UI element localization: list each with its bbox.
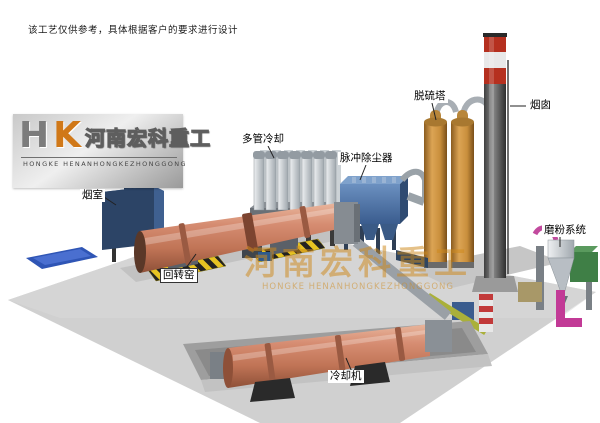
logo-monogram-h: H xyxy=(19,115,50,156)
kiln-tyre xyxy=(178,223,192,265)
label-multi-tube-cooler: 多管冷却 xyxy=(240,133,286,147)
label-pulse-dust-collector: 脉冲除尘器 xyxy=(338,152,395,166)
label-grinding-system: 磨粉系统 xyxy=(542,224,588,238)
transfer-duct xyxy=(352,238,452,320)
desulfurization-towers xyxy=(406,96,492,268)
kiln-drive-motor xyxy=(258,252,272,261)
logo-company-name-cn: 河南宏科重工 xyxy=(85,125,212,150)
water-pool xyxy=(26,247,98,269)
label-desulfurization-tower: 脱硫塔 xyxy=(412,90,448,104)
label-rotary-kiln: 回转窑 xyxy=(160,268,198,284)
logo-monogram-k: K xyxy=(53,115,82,156)
grinding-system-unit xyxy=(518,225,598,327)
chimney-red-band xyxy=(484,36,506,52)
cooler-tyre xyxy=(334,335,346,371)
auxiliary-equipment xyxy=(352,238,493,335)
label-chimney: 烟囱 xyxy=(528,99,553,113)
kiln-girth-gear xyxy=(242,212,258,252)
rotary-kiln-cylinder xyxy=(134,202,360,273)
chimney-red-band xyxy=(484,68,506,84)
cooler-front-tubes xyxy=(253,151,337,211)
leader-lines xyxy=(103,102,561,373)
label-cooling-machine: 冷却机 xyxy=(328,370,364,384)
cooler-tyre xyxy=(264,343,276,383)
striped-column xyxy=(479,294,493,332)
cooler-back-tubes xyxy=(260,150,341,204)
label-smoke-chamber: 烟室 xyxy=(80,189,105,203)
cooler-tyre xyxy=(394,327,406,361)
logo-company-name-en: HONGKE HENANHONGKEZHONGGONG xyxy=(23,160,187,168)
disclaimer-text: 该工艺仅供参考，具体根据客户的要求进行设计 xyxy=(28,25,239,36)
chimney-stack xyxy=(472,33,518,292)
chimney-white-band xyxy=(484,52,506,68)
kiln-tyre xyxy=(299,206,311,238)
logo-divider xyxy=(21,157,177,158)
